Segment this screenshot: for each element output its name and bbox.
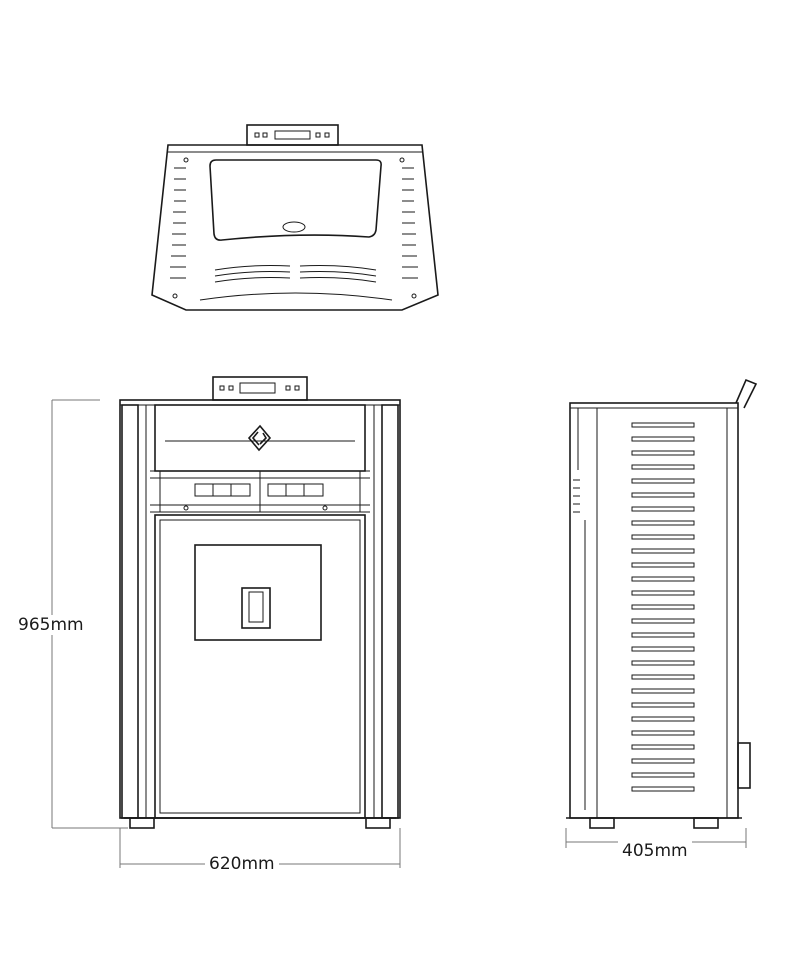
top-display: [274, 130, 311, 140]
side-vent-slots: [631, 422, 695, 792]
side-view: [566, 378, 758, 829]
front-view: [119, 376, 401, 829]
front-grille-band: [150, 470, 370, 513]
front-door: [154, 514, 366, 819]
width-label: 620mm: [205, 854, 279, 874]
height-label: 965mm: [14, 615, 88, 635]
height-dimension-line: [51, 399, 128, 829]
front-left-column: [121, 404, 139, 819]
top-control-panel: [246, 124, 339, 146]
front-glass-window: [194, 544, 322, 641]
front-display: [239, 382, 276, 394]
top-side-slots: [170, 167, 418, 279]
front-control-buttons: [219, 385, 300, 391]
top-outline: [151, 144, 439, 311]
front-body: [119, 399, 401, 819]
top-screws: [172, 157, 417, 299]
side-flue: [735, 378, 758, 409]
depth-label: 405mm: [618, 841, 692, 861]
top-lid-panel: [209, 159, 382, 241]
top-control-buttons: [254, 132, 330, 138]
front-door-handle: [241, 587, 271, 629]
side-rear-outlet: [737, 742, 751, 789]
top-grille: [199, 265, 393, 301]
top-view: [151, 124, 439, 311]
side-feet: [566, 817, 742, 829]
front-right-column: [381, 404, 399, 819]
front-feet: [124, 817, 396, 829]
top-lid-handle: [282, 221, 306, 233]
flame-logo-icon: [247, 424, 272, 452]
side-front-ticks: [573, 479, 580, 513]
front-control-panel: [212, 376, 308, 401]
front-upper-panel: [154, 404, 366, 472]
